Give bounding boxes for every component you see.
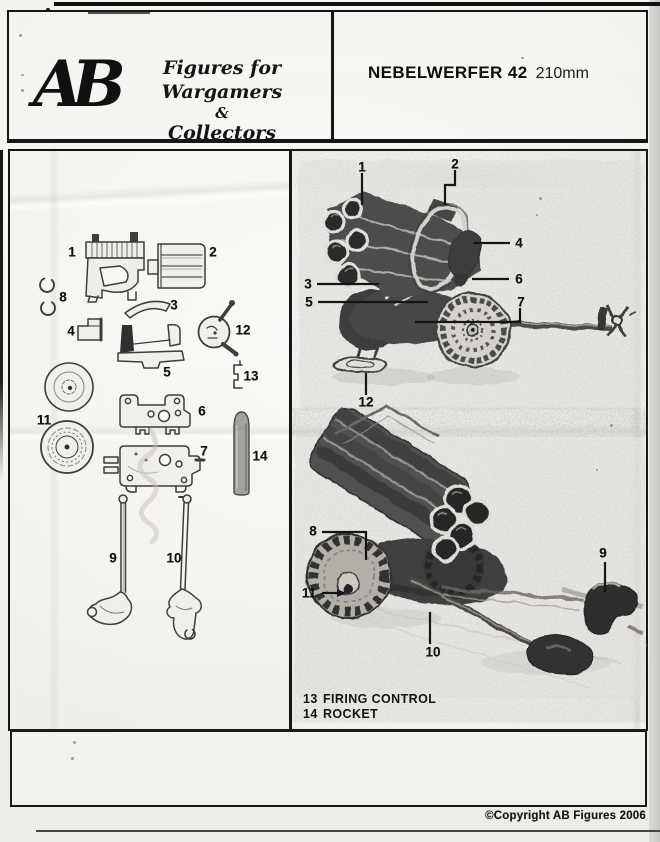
part-label-10: 10 (166, 550, 182, 566)
legend-item-14: 14 ROCKET (303, 707, 436, 722)
legend-item-13: 13 FIRING CONTROL (303, 692, 436, 707)
scan-speck (71, 757, 74, 760)
model-name: NEBELWERFER 42 (368, 63, 528, 82)
callout-top-1: 1 (358, 159, 366, 175)
diagram-divider (289, 149, 292, 731)
ab-figures-logo: AB (33, 47, 126, 122)
part-7-art (103, 445, 206, 493)
part-8-art (39, 277, 56, 316)
part-label-6: 6 (198, 403, 206, 419)
part-label-2: 2 (209, 244, 217, 260)
scan-speck (596, 469, 598, 471)
scan-speck (21, 89, 24, 92)
scan-edge-mark (0, 150, 3, 480)
part-5-art (117, 323, 185, 369)
part-label-13: 13 (243, 368, 259, 384)
part-10-art (166, 494, 202, 640)
header-divider (331, 10, 334, 143)
part-12-art (197, 300, 239, 357)
part-2-art (147, 243, 206, 289)
assembled-views-art (295, 160, 645, 698)
tagline-line3: Collectors (167, 122, 277, 144)
callout-top-6: 6 (515, 271, 523, 287)
part-label-3: 3 (170, 297, 178, 313)
copyright-notice: ©Copyright AB Figures 2006 (485, 810, 646, 822)
part-1-art (85, 232, 145, 303)
callout-leader-lines (317, 170, 607, 644)
scan-speck (19, 34, 22, 37)
part-label-4: 4 (67, 323, 75, 339)
callout-top-2: 2 (451, 156, 459, 172)
scan-line-artifact (88, 11, 150, 14)
scan-dot-artifact (46, 8, 50, 11)
part-label-8: 8 (59, 289, 67, 305)
pencil-squiggle (137, 427, 159, 545)
callout-bottom-11: 11 (301, 585, 317, 601)
tagline-line2: & (215, 104, 229, 122)
legend-num-14: 14 (303, 706, 318, 721)
scan-speck (610, 424, 613, 427)
part-label-7: 7 (200, 443, 208, 459)
callout-top-5: 5 (305, 294, 313, 310)
callout-top-3: 3 (304, 276, 312, 292)
part-3-art (124, 300, 171, 319)
part-label-5: 5 (163, 364, 171, 380)
scan-speck (587, 818, 590, 820)
halftone-grain (299, 434, 645, 696)
part-6-art (119, 394, 191, 435)
scan-speck (521, 57, 524, 59)
scan-speck (21, 74, 24, 76)
parts-diagram-art (39, 232, 250, 640)
scan-speck (539, 197, 542, 200)
part-13-art (233, 360, 243, 389)
part-label-9: 9 (109, 550, 117, 566)
header-box (7, 10, 648, 143)
part-9-art (86, 494, 133, 626)
part-11-art (40, 362, 94, 474)
part-label-11: 11 (36, 412, 52, 428)
page-bottom-rule (36, 830, 660, 832)
model-title: NEBELWERFER 42 210mm (368, 63, 589, 83)
brand-tagline: Figures for Wargamers & Collectors (122, 56, 322, 145)
callout-top-12: 12 (358, 394, 374, 410)
callout-top-4: 4 (515, 235, 523, 251)
legend-num-13: 13 (303, 692, 318, 706)
halftone-grain (305, 164, 639, 412)
legend-label-14: ROCKET (323, 706, 379, 721)
parts-legend: 13 FIRING CONTROL 14 ROCKET (303, 692, 436, 721)
scan-speck (73, 741, 76, 744)
page-top-rule (54, 2, 660, 6)
part-label-1: 1 (68, 244, 76, 260)
empty-footer-box (10, 729, 647, 807)
scan-edge-shadow (649, 0, 660, 842)
arrowhead-11 (337, 589, 346, 597)
part-label-12: 12 (235, 322, 251, 338)
callout-bottom-10: 10 (425, 644, 441, 660)
tagline-line1: Figures for Wargamers (161, 57, 283, 103)
callout-bottom-9: 9 (599, 545, 607, 561)
part-14-art (233, 411, 250, 496)
callout-top-7: 7 (517, 294, 525, 310)
scan-speck (536, 214, 538, 216)
model-scale: 210mm (535, 65, 589, 82)
legend-label-13: FIRING CONTROL (323, 692, 437, 706)
callout-bottom-8: 8 (309, 523, 317, 539)
part-label-14: 14 (252, 448, 268, 464)
part-4-art (77, 317, 103, 342)
